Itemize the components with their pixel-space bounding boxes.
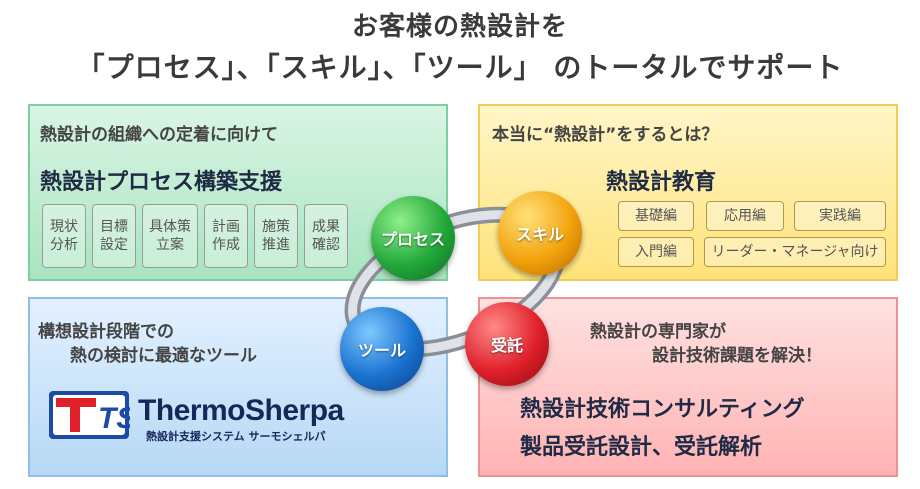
process-service-title: 熱設計プロセス構築支援	[40, 170, 283, 195]
consult-service-line1: 熱設計技術コンサルティング	[520, 397, 805, 422]
process-step-review: 成果確認	[304, 204, 348, 268]
process-step-goal: 目標設定	[92, 204, 136, 268]
process-step-plan: 具体策立案	[142, 204, 198, 268]
skill-service-title: 熱設計教育	[606, 170, 717, 195]
logo-name: ThermoSherpa	[138, 394, 344, 427]
process-panel: 熱設計の組織への定着に向けて 熱設計プロセス構築支援 現状分析 目標設定 具体策…	[28, 104, 448, 281]
course-applied: 応用編	[706, 201, 784, 231]
consulting-panel: 熱設計の専門家が 設計技術課題を解決！ 熱設計技術コンサルティング 製品受託設計…	[478, 297, 898, 477]
orb-tool: ツール	[340, 307, 424, 391]
tool-heading-line2: 熱の検討に最適なツール	[70, 346, 257, 366]
page-title-line2: 「プロセス」、「スキル」、「ツール」 のトータルでサポート	[76, 51, 844, 84]
course-leader: リーダー・マネージャ向け	[704, 237, 886, 267]
orb-contract: 受託	[465, 302, 549, 386]
logo-subtitle: 熱設計支援システム サーモシェルパ	[146, 430, 326, 443]
process-step-analysis: 現状分析	[42, 204, 86, 268]
thermosherpa-logo: TS	[49, 391, 130, 439]
page-title-line1: お客様の熱設計を	[351, 12, 568, 42]
svg-text:TS: TS	[98, 402, 130, 435]
orb-process: プロセス	[371, 196, 455, 280]
consult-service-line2: 製品受託設計、受託解析	[520, 435, 763, 460]
tool-heading-line1: 構想設計段階での	[38, 322, 174, 342]
consult-heading-line1: 熱設計の専門家が	[590, 322, 726, 342]
process-step-schedule: 計画作成	[204, 204, 248, 268]
consult-heading-line2: 設計技術課題を解決！	[652, 346, 822, 366]
course-basic: 基礎編	[618, 201, 694, 231]
course-intro: 入門編	[618, 237, 694, 267]
process-step-promote: 施策推進	[254, 204, 298, 268]
orb-skill: スキル	[498, 191, 582, 275]
course-practical: 実践編	[794, 201, 886, 231]
skill-heading: 本当に“熱設計”をするとは？	[492, 125, 719, 145]
process-heading: 熱設計の組織への定着に向けて	[40, 125, 278, 145]
